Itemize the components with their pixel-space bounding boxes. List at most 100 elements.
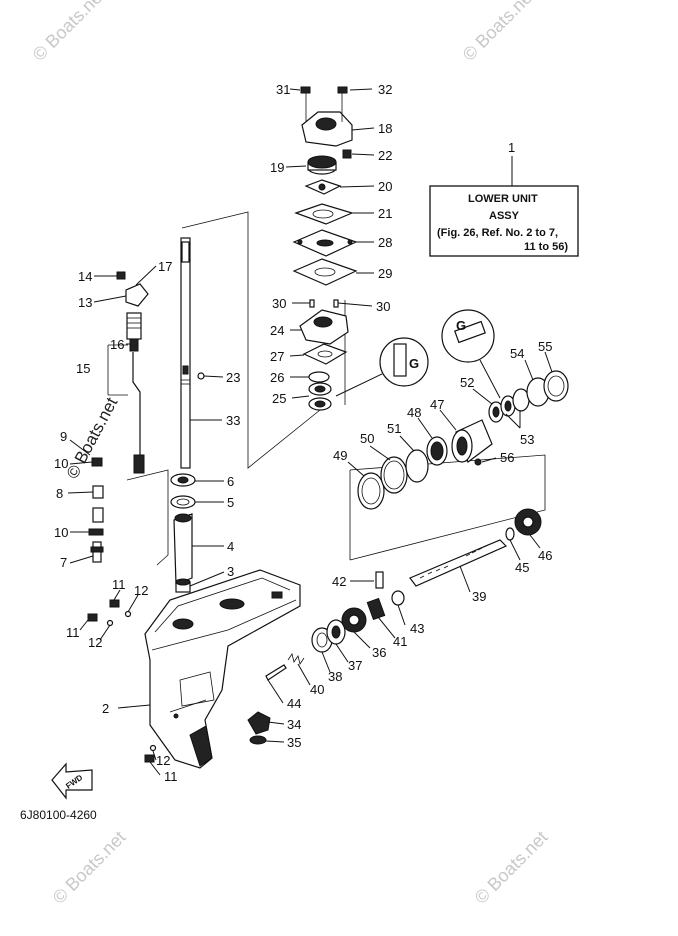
o-ring-26-part bbox=[308, 371, 330, 383]
callout-6: 6 bbox=[227, 474, 234, 489]
seal-detail-circle: G bbox=[335, 337, 429, 397]
gasket-part bbox=[294, 203, 354, 225]
callout-21: 21 bbox=[378, 206, 392, 221]
oil-seals-25-part bbox=[308, 382, 332, 411]
leader-lines bbox=[67, 88, 553, 776]
callout-8: 8 bbox=[56, 486, 63, 501]
housing-bolts-part bbox=[87, 599, 157, 763]
water-pump-housing-part bbox=[300, 86, 353, 159]
seal-6-part bbox=[170, 473, 196, 487]
bushing-3-part bbox=[175, 578, 191, 593]
watermark-top-right: © Boats.net bbox=[459, 0, 540, 65]
callout-numbers: 31 32 18 19 22 20 21 28 29 30 30 24 27 2… bbox=[54, 82, 552, 784]
impeller-part bbox=[307, 155, 337, 175]
callout-39: 39 bbox=[472, 589, 486, 604]
callout-53: 53 bbox=[520, 432, 534, 447]
svg-text:G: G bbox=[456, 318, 466, 333]
callout-46: 46 bbox=[538, 548, 552, 563]
callout-30-right: 30 bbox=[376, 299, 390, 314]
retainer-43-part bbox=[391, 590, 405, 606]
callout-22: 22 bbox=[378, 148, 392, 163]
pin-42-part bbox=[375, 571, 384, 589]
info-box-line2: ASSY bbox=[489, 210, 520, 222]
callout-4: 4 bbox=[227, 539, 234, 554]
callout-14: 14 bbox=[78, 269, 92, 284]
callout-28: 28 bbox=[378, 235, 392, 250]
callout-31: 31 bbox=[276, 82, 290, 97]
pump-base-part bbox=[299, 309, 349, 345]
callout-42: 42 bbox=[332, 574, 346, 589]
callout-17: 17 bbox=[158, 259, 172, 274]
callout-12-upper: 12 bbox=[134, 583, 148, 598]
callout-1: 1 bbox=[508, 140, 515, 155]
callout-45: 45 bbox=[515, 560, 529, 575]
callout-32: 32 bbox=[378, 82, 392, 97]
callout-48: 48 bbox=[407, 405, 421, 420]
dowel-pins-part bbox=[309, 299, 339, 308]
callout-10-bottom: 10 bbox=[54, 525, 68, 540]
callout-34: 34 bbox=[287, 717, 301, 732]
callout-47: 47 bbox=[430, 397, 444, 412]
callout-33: 33 bbox=[226, 413, 240, 428]
callout-16: 16 bbox=[110, 337, 124, 352]
pinion-gear-part bbox=[247, 711, 271, 745]
tube-4-part bbox=[173, 513, 193, 585]
callout-11-upper: 11 bbox=[112, 577, 126, 592]
watermark-top-left: © Boats.net bbox=[29, 0, 110, 65]
callout-52: 52 bbox=[460, 375, 474, 390]
callout-7: 7 bbox=[60, 555, 67, 570]
callout-23: 23 bbox=[226, 370, 240, 385]
callout-50: 50 bbox=[360, 431, 374, 446]
callout-12-bottom: 12 bbox=[156, 753, 170, 768]
callout-29: 29 bbox=[378, 266, 392, 281]
info-box-line4: 11 to 56) bbox=[524, 241, 568, 253]
callout-51: 51 bbox=[387, 421, 401, 436]
bearing-37-part bbox=[326, 619, 346, 645]
callout-27: 27 bbox=[270, 349, 284, 364]
callout-55: 55 bbox=[538, 339, 552, 354]
gear-55-part bbox=[543, 370, 569, 402]
forward-gear-36-part bbox=[341, 607, 367, 633]
info-box-line3: (Fig. 26, Ref. No. 2 to 7, bbox=[437, 227, 558, 239]
plunger-44-part bbox=[265, 664, 287, 681]
assembly-guide-lines bbox=[107, 211, 546, 566]
callout-5: 5 bbox=[227, 495, 234, 510]
watermark-bottom-left: © Boats.net bbox=[49, 827, 130, 908]
bearing-48-part bbox=[426, 436, 448, 466]
o-ring-51-part bbox=[405, 449, 429, 483]
callout-35: 35 bbox=[287, 735, 301, 750]
thrust-ring-49-part bbox=[357, 472, 385, 510]
base-gasket-part bbox=[302, 343, 348, 365]
callout-56: 56 bbox=[500, 450, 514, 465]
catalog-number: 6J80100-4260 bbox=[20, 808, 97, 822]
callout-2: 2 bbox=[102, 701, 109, 716]
propeller-shaft-39-part bbox=[409, 539, 508, 587]
bearing-housing-47-part bbox=[451, 419, 493, 466]
callout-11-left: 11 bbox=[66, 625, 80, 640]
callout-12-left: 12 bbox=[88, 635, 102, 650]
outer-plate-part bbox=[292, 229, 358, 257]
callout-25: 25 bbox=[272, 391, 286, 406]
callout-26: 26 bbox=[270, 370, 284, 385]
callout-49: 49 bbox=[333, 448, 347, 463]
watermark-bottom-right: © Boats.net bbox=[471, 827, 552, 908]
lower-case-housing-part bbox=[144, 569, 301, 769]
seal-detail-circle-2: G bbox=[441, 309, 501, 399]
seals-52-53-part bbox=[488, 388, 530, 423]
callout-3: 3 bbox=[227, 564, 234, 579]
callout-30-left: 30 bbox=[272, 296, 286, 311]
callout-9: 9 bbox=[60, 429, 67, 444]
callout-41: 41 bbox=[393, 634, 407, 649]
svg-text:G: G bbox=[409, 356, 419, 371]
callout-19: 19 bbox=[270, 160, 284, 175]
callout-13: 13 bbox=[78, 295, 92, 310]
callout-24: 24 bbox=[270, 323, 284, 338]
spring-40-part bbox=[287, 653, 305, 665]
fwd-arrow-icon: FWD bbox=[51, 762, 93, 800]
shift-rod-assembly-part bbox=[88, 271, 149, 563]
washer-45-part bbox=[505, 527, 515, 541]
callout-38: 38 bbox=[328, 669, 342, 684]
callout-10-top: 10 bbox=[54, 456, 68, 471]
